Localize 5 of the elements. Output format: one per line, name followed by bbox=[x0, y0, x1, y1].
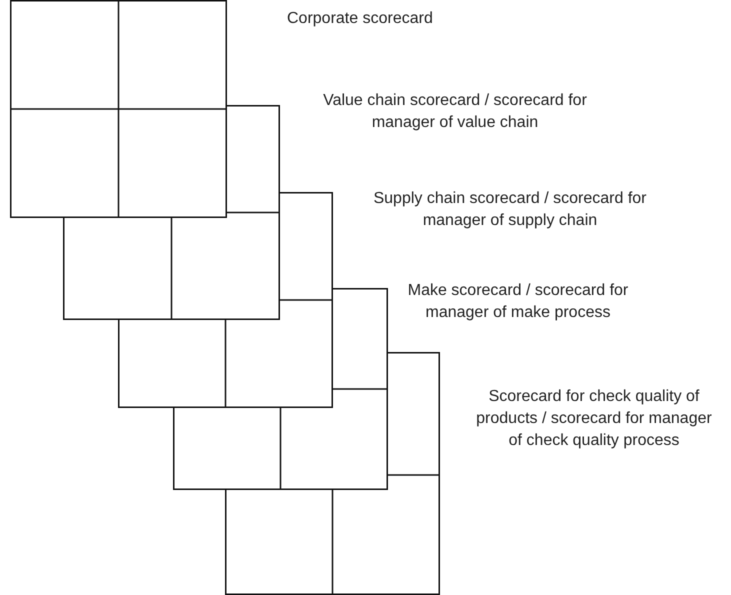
scorecard-label: Make scorecard / scorecard for manager of make process bbox=[406, 281, 630, 323]
scorecard-label: Scorecard for check quality of products / scorecard for manager of check quality process bbox=[475, 387, 713, 451]
scorecard-label: Supply chain scorecard / scorecard for manager of supply chain bbox=[372, 189, 648, 231]
scorecard-label: Corporate scorecard bbox=[287, 9, 434, 29]
scorecard-label: Value chain scorecard / scorecard for manager of value chain bbox=[322, 91, 588, 133]
